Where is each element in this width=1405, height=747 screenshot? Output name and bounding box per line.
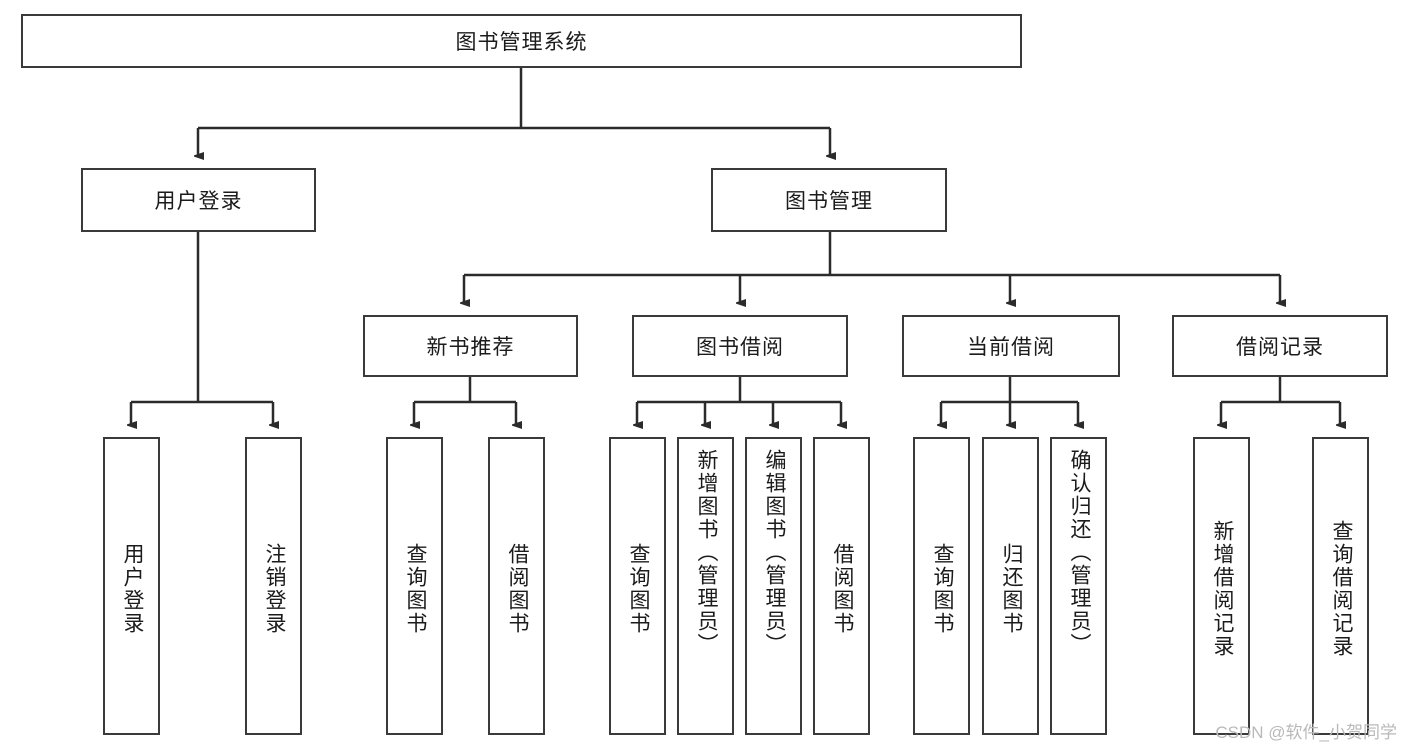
leaf-label: 借阅图书 xyxy=(505,543,529,635)
leaf-text-wrap: 注销登录 xyxy=(247,445,300,733)
leaf-text-wrap: 编辑图书（管理员） xyxy=(747,445,800,733)
leaf-borrow-book-2[interactable]: 借阅图书 xyxy=(813,437,870,735)
node-label: 借阅记录 xyxy=(1236,336,1324,359)
leaf-confirm-return[interactable]: 确认归还（管理员） xyxy=(1050,437,1107,735)
leaf-text-wrap: 用户登录 xyxy=(105,445,158,733)
leaf-return-book[interactable]: 归还图书 xyxy=(982,437,1039,735)
node-label: 图书管理系统 xyxy=(455,31,588,54)
leaf-query-book-3[interactable]: 查询图书 xyxy=(913,437,970,735)
leaf-query-record[interactable]: 查询借阅记录 xyxy=(1312,437,1369,735)
leaf-label: 归还图书 xyxy=(999,543,1023,635)
leaf-text-wrap: 查询图书 xyxy=(388,445,441,733)
node-book-management[interactable]: 图书管理 xyxy=(711,168,947,232)
node-label: 用户登录 xyxy=(154,190,243,213)
leaf-text-wrap: 归还图书 xyxy=(984,445,1037,733)
node-label: 当前借阅 xyxy=(967,336,1055,359)
leaf-text-wrap: 查询图书 xyxy=(611,445,664,733)
leaf-text-wrap: 确认归还（管理员） xyxy=(1052,445,1105,733)
leaf-label: 借阅图书 xyxy=(830,543,854,635)
leaf-text-wrap: 借阅图书 xyxy=(815,445,868,733)
leaf-text-wrap: 借阅图书 xyxy=(490,445,543,733)
leaf-label: 新增图书（管理员） xyxy=(694,449,718,656)
leaf-text-wrap: 查询借阅记录 xyxy=(1314,445,1367,733)
leaf-label: 编辑图书（管理员） xyxy=(762,449,786,656)
leaf-label: 用户登录 xyxy=(120,543,144,635)
leaf-user-logout[interactable]: 注销登录 xyxy=(245,437,302,735)
node-user-login[interactable]: 用户登录 xyxy=(81,168,316,232)
node-label: 图书管理 xyxy=(785,190,873,213)
leaf-text-wrap: 查询图书 xyxy=(915,445,968,733)
leaf-label: 查询图书 xyxy=(626,543,650,635)
leaf-label: 新增借阅记录 xyxy=(1210,520,1234,658)
node-label: 新书推荐 xyxy=(426,336,515,359)
node-borrow-record[interactable]: 借阅记录 xyxy=(1172,315,1388,377)
leaf-label: 注销登录 xyxy=(262,543,286,635)
leaf-query-book-2[interactable]: 查询图书 xyxy=(609,437,666,735)
node-current-borrow[interactable]: 当前借阅 xyxy=(902,315,1120,377)
leaf-label: 查询借阅记录 xyxy=(1329,520,1353,658)
leaf-label: 确认归还（管理员） xyxy=(1067,449,1091,656)
leaf-user-login[interactable]: 用户登录 xyxy=(103,437,160,735)
node-label: 图书借阅 xyxy=(696,336,784,359)
node-root-book-management-system[interactable]: 图书管理系统 xyxy=(21,14,1022,68)
leaf-add-book[interactable]: 新增图书（管理员） xyxy=(677,437,734,735)
leaf-edit-book[interactable]: 编辑图书（管理员） xyxy=(745,437,802,735)
leaf-label: 查询图书 xyxy=(930,543,954,635)
leaf-borrow-book-1[interactable]: 借阅图书 xyxy=(488,437,545,735)
node-book-borrow[interactable]: 图书借阅 xyxy=(632,315,848,377)
leaf-text-wrap: 新增图书（管理员） xyxy=(679,445,732,733)
node-new-book-recommend[interactable]: 新书推荐 xyxy=(363,315,578,377)
leaf-text-wrap: 新增借阅记录 xyxy=(1195,445,1248,733)
leaf-add-record[interactable]: 新增借阅记录 xyxy=(1193,437,1250,735)
leaf-query-book-1[interactable]: 查询图书 xyxy=(386,437,443,735)
leaf-label: 查询图书 xyxy=(403,543,427,635)
